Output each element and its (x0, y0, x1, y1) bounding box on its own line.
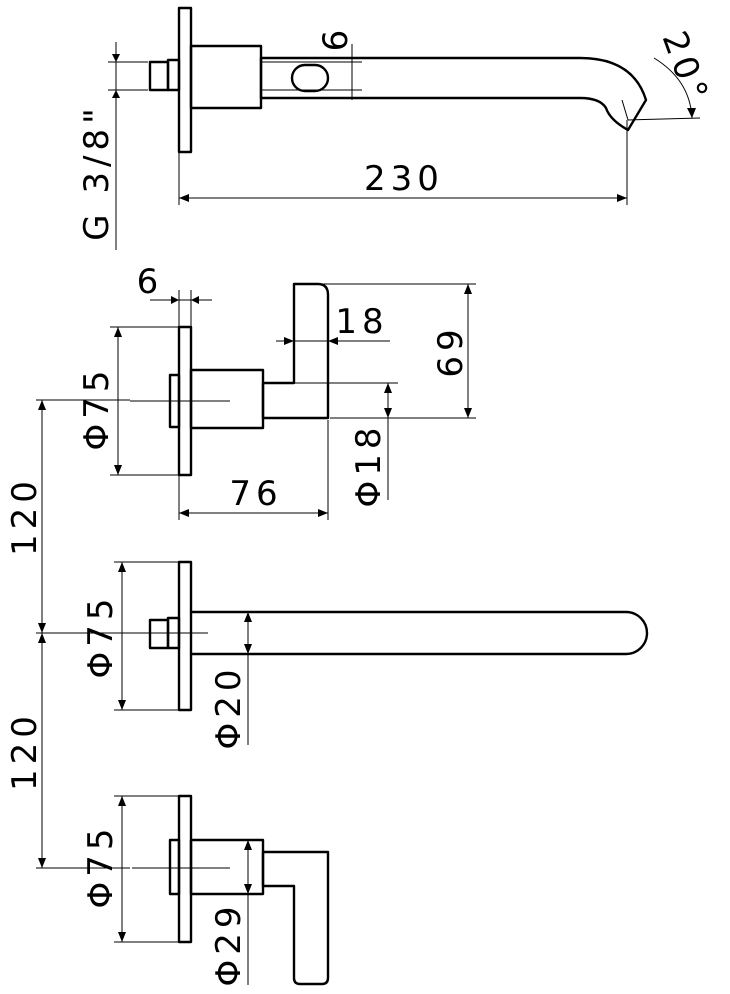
spout-side-view: 6 G 3/8" 230 20° (77, 6, 717, 250)
wall-plate-bottom (177, 794, 193, 944)
dim-spout-length: 230 (364, 159, 444, 199)
dim-lever-width: 18 (335, 302, 388, 342)
dim-spacing-lower: 120 (5, 711, 45, 791)
dim-spacing-upper: 120 (5, 476, 45, 556)
dim-spout-diameter: Φ20 (209, 664, 249, 749)
wall-plate-middle (177, 560, 193, 712)
thread-stub (166, 58, 181, 92)
aerator-slot (290, 63, 330, 93)
lever-body (189, 368, 265, 430)
spout-top-view: Φ75 Φ20 (81, 560, 649, 750)
spout-profile (259, 56, 648, 132)
spout-body (189, 44, 263, 110)
dim-thread: G 3/8" (77, 103, 117, 241)
dim-flange-middle: Φ75 (81, 593, 121, 678)
spout-top-profile (189, 610, 649, 656)
handle-view: Φ75 Φ29 (81, 794, 330, 987)
dim-lever-length: 69 (431, 324, 471, 377)
dim-spout-angle: 20° (654, 26, 717, 110)
dim-spout-gap: 6 (316, 25, 356, 52)
handle-body (189, 838, 265, 896)
dim-flange-bottom: Φ75 (81, 823, 121, 908)
handle-lever (261, 850, 330, 986)
thread-nut (148, 60, 170, 92)
dim-body-diameter: Φ18 (349, 422, 389, 507)
lever-side-view: 6 18 69 Φ75 Φ18 76 (77, 262, 476, 520)
wall-plate-top (177, 6, 193, 154)
dim-handle-diameter: Φ29 (209, 901, 249, 986)
lever-handle (261, 282, 330, 420)
spacing-dimensions: 120 120 (5, 399, 130, 869)
dim-projection: 76 (229, 474, 282, 514)
dim-flange-top: Φ75 (77, 365, 117, 450)
dim-plate-thickness: 6 (137, 262, 164, 302)
